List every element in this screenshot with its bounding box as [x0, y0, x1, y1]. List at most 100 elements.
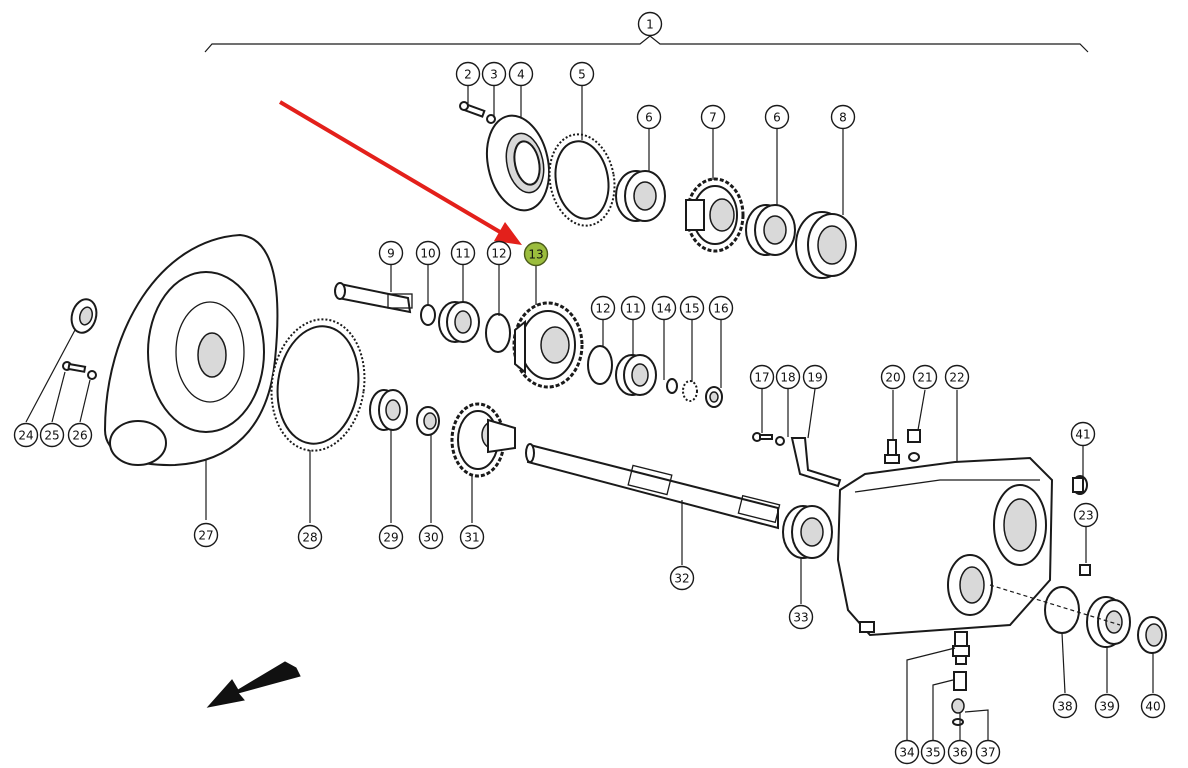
- callout-c14[interactable]: 14: [651, 295, 677, 321]
- gear-31[interactable]: [450, 402, 516, 478]
- washer-15[interactable]: [682, 380, 698, 402]
- callout-c1[interactable]: 1: [637, 11, 663, 37]
- bearing-6a[interactable]: [615, 170, 666, 222]
- callout-c8[interactable]: 8: [830, 104, 856, 130]
- gearbox-housing-22[interactable]: [836, 456, 1054, 637]
- shaft-9[interactable]: [334, 282, 413, 314]
- bearing-33[interactable]: [782, 505, 833, 559]
- seal-8[interactable]: [795, 211, 857, 279]
- callout-c2[interactable]: 2: [455, 61, 481, 87]
- callout-c11a[interactable]: 11: [450, 240, 476, 266]
- callout-c36[interactable]: 36: [947, 739, 973, 765]
- ring-14[interactable]: [666, 378, 678, 394]
- callout-c4[interactable]: 4: [508, 61, 534, 87]
- callout-c21[interactable]: 21: [912, 364, 938, 390]
- callout-c7[interactable]: 7: [700, 104, 726, 130]
- screw-17[interactable]: [752, 432, 773, 442]
- bearing-6b[interactable]: [745, 204, 796, 256]
- callout-c30[interactable]: 30: [418, 524, 444, 550]
- circlip-12a[interactable]: [485, 313, 511, 353]
- cover-39[interactable]: [1086, 596, 1131, 648]
- callout-c17[interactable]: 17: [749, 364, 775, 390]
- cap-36[interactable]: [951, 698, 965, 714]
- callout-c3[interactable]: 3: [481, 61, 507, 87]
- bracket-19[interactable]: [790, 437, 842, 488]
- seal-40[interactable]: [1137, 616, 1167, 654]
- plug-21[interactable]: [907, 429, 921, 462]
- callout-c19[interactable]: 19: [802, 364, 828, 390]
- bearing-29[interactable]: [369, 389, 408, 431]
- callout-circle: [486, 240, 512, 266]
- callout-c5[interactable]: 5: [569, 61, 595, 87]
- callout-c9[interactable]: 9: [378, 240, 404, 266]
- callout-c20[interactable]: 20: [880, 364, 906, 390]
- plug-41[interactable]: [1072, 475, 1088, 495]
- callout-c22[interactable]: 22: [944, 364, 970, 390]
- gasket-5[interactable]: [542, 129, 621, 231]
- callout-c6b[interactable]: 6: [764, 104, 790, 130]
- callout-c6a[interactable]: 6: [636, 104, 662, 130]
- callout-c16[interactable]: 16: [708, 295, 734, 321]
- callout-c23[interactable]: 23: [1073, 502, 1099, 528]
- breather-20[interactable]: [884, 439, 900, 464]
- callout-c18[interactable]: 18: [775, 364, 801, 390]
- plug-23[interactable]: [1079, 564, 1091, 576]
- callout-circle: [1052, 693, 1078, 719]
- callout-c40[interactable]: 40: [1140, 693, 1166, 719]
- callout-label: 12: [595, 302, 610, 316]
- callout-c29[interactable]: 29: [378, 524, 404, 550]
- callout-c37[interactable]: 37: [975, 739, 1001, 765]
- callout-c35[interactable]: 35: [920, 739, 946, 765]
- gasket-28[interactable]: [263, 313, 372, 457]
- gear-13[interactable]: [512, 301, 584, 389]
- washer-3[interactable]: [486, 114, 496, 124]
- callout-c15[interactable]: 15: [679, 295, 705, 321]
- bearing-11a[interactable]: [438, 301, 480, 343]
- callout-c10[interactable]: 10: [415, 240, 441, 266]
- callout-c33[interactable]: 33: [788, 604, 814, 630]
- housing-cover-27[interactable]: [103, 233, 279, 467]
- seal-ring-37[interactable]: [952, 718, 964, 726]
- nut-16[interactable]: [705, 386, 723, 408]
- callout-circle: [975, 739, 1001, 765]
- callout-circle: [1140, 693, 1166, 719]
- callout-c27[interactable]: 27: [193, 522, 219, 548]
- circlip-12b[interactable]: [587, 345, 613, 385]
- seal-24[interactable]: [68, 296, 100, 335]
- callout-c39[interactable]: 39: [1094, 693, 1120, 719]
- washer-26[interactable]: [87, 370, 97, 380]
- callout-c28[interactable]: 28: [297, 524, 323, 550]
- callout-c24[interactable]: 24: [13, 422, 39, 448]
- ring-10[interactable]: [420, 304, 436, 326]
- callout-circle: [569, 61, 595, 87]
- callout-c12a[interactable]: 12: [486, 240, 512, 266]
- callout-c26[interactable]: 26: [67, 422, 93, 448]
- callout-c11b[interactable]: 11: [620, 295, 646, 321]
- callout-c32[interactable]: 32: [669, 565, 695, 591]
- gasket-38[interactable]: [1044, 586, 1080, 634]
- washer-18[interactable]: [775, 436, 785, 446]
- callout-circle: [508, 61, 534, 87]
- callout-c38[interactable]: 38: [1052, 693, 1078, 719]
- main-shaft-32[interactable]: [525, 443, 781, 530]
- ring-30[interactable]: [416, 406, 440, 436]
- callout-circle: [415, 240, 441, 266]
- screw-2[interactable]: [459, 101, 486, 118]
- callout-c34[interactable]: 34: [894, 739, 920, 765]
- callout-label: 26: [72, 429, 87, 443]
- bearing-flange-4[interactable]: [479, 110, 558, 216]
- callout-c12b[interactable]: 12: [590, 295, 616, 321]
- callout-c31[interactable]: 31: [459, 524, 485, 550]
- bearing-11b[interactable]: [615, 354, 657, 396]
- callout-c41[interactable]: 41: [1070, 421, 1096, 447]
- callout-c25[interactable]: 25: [39, 422, 65, 448]
- drain-fitting-34[interactable]: [952, 631, 970, 665]
- screw-25[interactable]: [62, 361, 87, 373]
- plug-35[interactable]: [953, 671, 967, 691]
- gear-7[interactable]: [685, 177, 745, 253]
- callout-label: 27: [198, 529, 213, 543]
- callout-label: 32: [674, 572, 689, 586]
- callout-c13[interactable]: 13: [523, 241, 549, 267]
